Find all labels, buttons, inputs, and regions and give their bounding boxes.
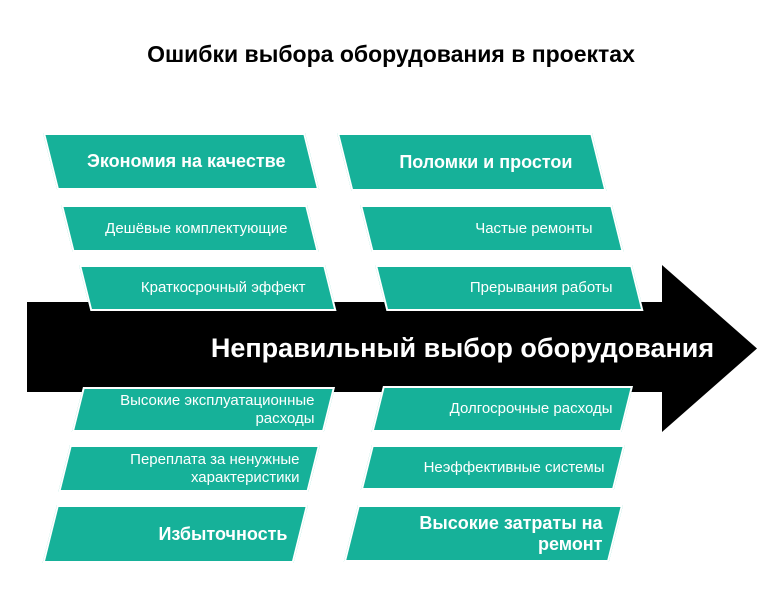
box-top-right-header-label: Поломки и простои <box>399 151 573 172</box>
box-top-right-item-1: Частые ремонты <box>360 205 624 252</box>
box-bottom-right-header: Высокие затраты на ремонт <box>343 505 623 562</box>
box-top-left-header-label: Экономия на качестве <box>87 151 286 172</box>
box-top-right-item-1-label: Частые ремонты <box>475 219 593 237</box>
box-top-right-item-2: Прерывания работы <box>375 265 644 311</box>
box-top-right-item-2-label: Прерывания работы <box>469 279 613 297</box>
box-bottom-left-item-2-label: Переплата за ненужные характеристики <box>130 451 300 486</box>
box-top-left-item-2-label: Краткосрочный эффект <box>140 279 306 297</box>
box-top-left-item-2: Краткосрочный эффект <box>79 265 337 311</box>
main-arrow-label: Неправильный выбор оборудования <box>210 333 715 363</box>
box-top-left-header: Экономия на качестве <box>43 133 320 190</box>
box-bottom-left-item-1: Высокие эксплуатационные расходы <box>71 387 335 432</box>
box-bottom-right-item-2: Неэффективные системы <box>360 445 625 490</box>
box-bottom-right-item-1: Долгосрочные расходы <box>371 386 633 432</box>
box-bottom-right-item-2-label: Неэффективные системы <box>423 458 605 476</box>
box-bottom-left-item-2: Переплата за ненужные характеристики <box>58 445 320 492</box>
box-bottom-right-header-label: Высокие затраты на ремонт <box>419 512 603 554</box>
box-top-right-header: Поломки и простои <box>337 133 607 191</box>
box-bottom-left-item-1-label: Высокие эксплуатационные расходы <box>120 392 315 427</box>
box-bottom-left-header-label: Избыточность <box>158 523 288 544</box>
box-top-left-item-1: Дешёвые комплектующие <box>61 205 319 252</box>
box-bottom-right-item-1-label: Долгосрочные расходы <box>449 400 613 418</box>
diagram-title: Ошибки выбора оборудования в проектах <box>147 41 635 67</box>
box-bottom-left-header: Избыточность <box>42 505 309 563</box>
box-top-left-item-1-label: Дешёвые комплектующие <box>105 219 288 237</box>
